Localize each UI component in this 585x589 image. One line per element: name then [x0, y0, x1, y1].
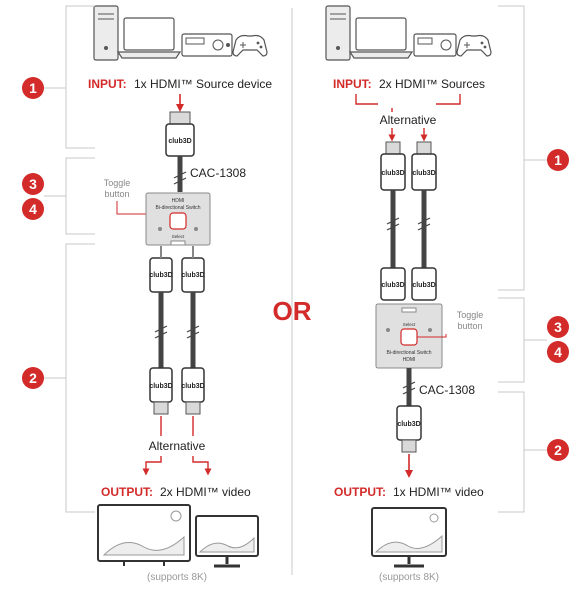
- left-switch: HDMI Bi-directional Switch Select: [145, 192, 211, 246]
- av-receiver-icon: [181, 33, 233, 57]
- hdmi-connector-out-4: club3D: [181, 367, 205, 415]
- left-toggle-label-1: Toggle: [104, 178, 131, 188]
- svg-text:club3D: club3D: [381, 170, 404, 177]
- right-input-text: 2x HDMI™ Sources: [379, 77, 485, 91]
- monitor-icon: [195, 515, 259, 568]
- svg-text:club3D: club3D: [168, 138, 191, 145]
- left-input-text: 1x HDMI™ Source device: [134, 77, 272, 91]
- svg-text:Select: Select: [172, 234, 185, 239]
- badge-3-left: 3: [22, 173, 44, 195]
- svg-text:club3D: club3D: [412, 170, 435, 177]
- svg-text:club3D: club3D: [181, 383, 204, 390]
- badge-1-right: 1: [547, 149, 569, 171]
- or-divider-text: OR: [273, 296, 312, 326]
- tv-icon: [97, 504, 191, 566]
- left-toggle-label-2: button: [104, 189, 129, 199]
- right-input-label: INPUT:: [333, 77, 372, 91]
- hdmi-connector-out: club3D: [396, 405, 422, 453]
- right-output-text: 1x HDMI™ video: [393, 485, 484, 499]
- svg-text:1: 1: [29, 80, 37, 96]
- laptop-icon: [348, 17, 414, 59]
- right-alternative: Alternative: [380, 113, 437, 127]
- svg-text:Select: Select: [403, 322, 416, 327]
- left-toggle-button: [169, 212, 187, 230]
- svg-text:4: 4: [554, 344, 562, 360]
- svg-text:HDMI: HDMI: [403, 357, 416, 363]
- right-output-label: OUTPUT:: [334, 485, 386, 499]
- left-model: CAC-1308: [190, 166, 246, 180]
- svg-text:club3D: club3D: [149, 272, 172, 279]
- right-toggle-label-1: Toggle: [457, 310, 484, 320]
- svg-text:club3D: club3D: [397, 421, 420, 428]
- hdmi-connector-out-1: club3D: [149, 257, 173, 293]
- hdmi-connector-out-3: club3D: [149, 367, 173, 415]
- left-alternative: Alternative: [149, 439, 206, 453]
- badge-4-left: 4: [22, 198, 44, 220]
- svg-text:3: 3: [554, 319, 562, 335]
- hdmi-connector-in-1: club3D: [380, 141, 406, 191]
- right-support: (supports 8K): [379, 572, 439, 583]
- monitor-icon: [371, 507, 447, 568]
- left-panel: INPUT: 1x HDMI™ Source device club3D CAC…: [22, 5, 272, 583]
- hdmi-connector-out-2: club3D: [181, 257, 205, 293]
- gamepad-icon: [456, 34, 492, 57]
- svg-text:club3D: club3D: [149, 383, 172, 390]
- badge-3-right: 3: [547, 316, 569, 338]
- desktop-tower-icon: [325, 5, 351, 61]
- badge-4-right: 4: [547, 341, 569, 363]
- desktop-tower-icon: [93, 5, 119, 61]
- right-panel: INPUT: 2x HDMI™ Sources Alternative club…: [325, 5, 569, 583]
- svg-text:1: 1: [554, 152, 562, 168]
- left-input-label: INPUT:: [88, 77, 127, 91]
- left-output-label: OUTPUT:: [101, 485, 153, 499]
- badge-2-right: 2: [547, 439, 569, 461]
- badge-1-left: 1: [22, 77, 44, 99]
- right-switch: Select Bi-directional Switch HDMI: [375, 303, 443, 369]
- av-receiver-icon: [413, 33, 457, 57]
- svg-text:4: 4: [29, 201, 37, 217]
- left-output-text: 2x HDMI™ video: [160, 485, 251, 499]
- svg-text:club3D: club3D: [381, 282, 404, 289]
- svg-text:3: 3: [29, 176, 37, 192]
- hdmi-connector-in-3: club3D: [380, 267, 406, 301]
- svg-text:2: 2: [554, 442, 562, 458]
- hdmi-connector-top: club3D: [165, 111, 195, 157]
- svg-text:HDMI: HDMI: [172, 198, 185, 204]
- svg-text:club3D: club3D: [412, 282, 435, 289]
- hdmi-connector-in-2: club3D: [411, 141, 437, 191]
- left-support: (supports 8K): [147, 572, 207, 583]
- badge-2-left: 2: [22, 367, 44, 389]
- right-toggle-button: [400, 328, 418, 346]
- svg-text:Bi-directional Switch: Bi-directional Switch: [155, 205, 200, 211]
- svg-text:Bi-directional Switch: Bi-directional Switch: [386, 350, 431, 356]
- svg-text:2: 2: [29, 370, 37, 386]
- hdmi-connector-in-4: club3D: [411, 267, 437, 301]
- right-toggle-label-2: button: [457, 321, 482, 331]
- svg-text:club3D: club3D: [181, 272, 204, 279]
- right-model: CAC-1308: [419, 383, 475, 397]
- laptop-icon: [116, 17, 182, 59]
- gamepad-icon: [232, 34, 268, 57]
